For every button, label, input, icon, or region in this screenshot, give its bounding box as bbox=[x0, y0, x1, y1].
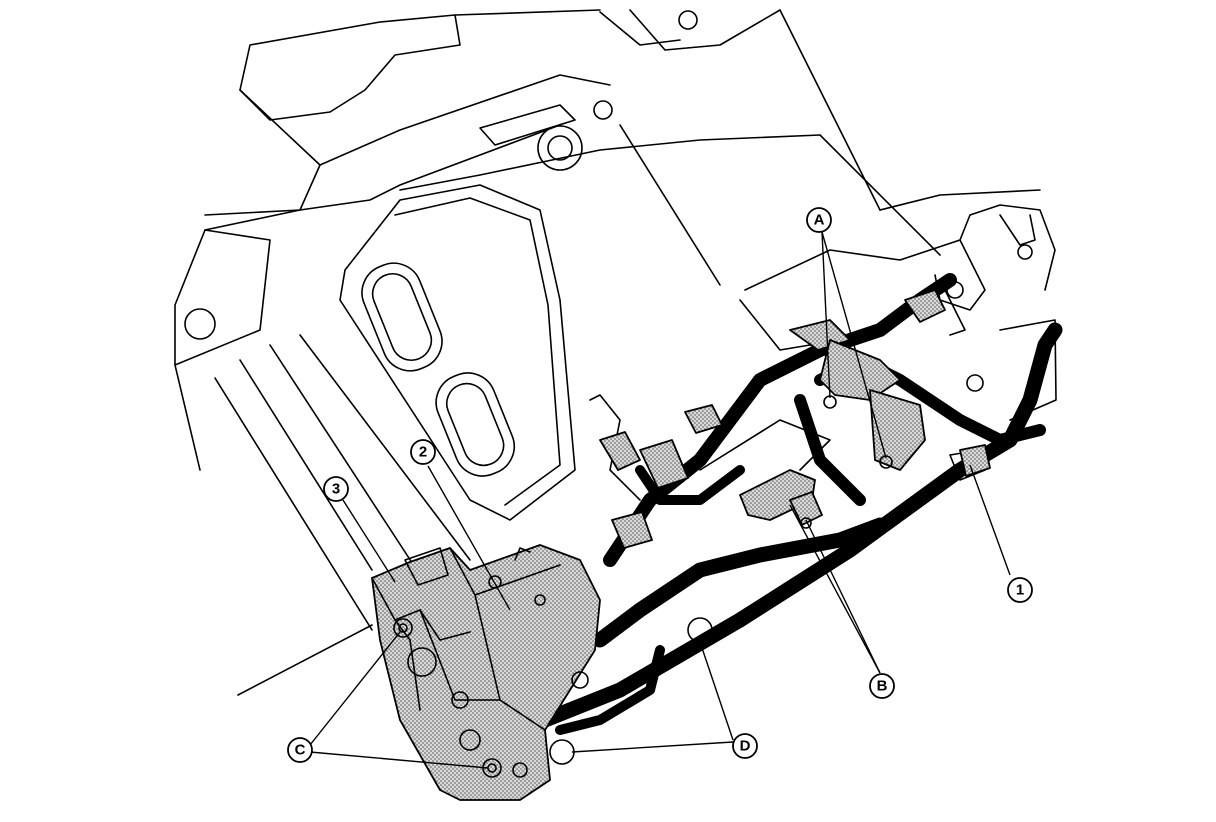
callout-d: D bbox=[732, 733, 758, 759]
control-unit-assembly bbox=[371, 544, 601, 801]
callout-b-label: B bbox=[877, 678, 888, 695]
callout-2-label: 2 bbox=[419, 444, 427, 461]
wiring-harness bbox=[537, 273, 1063, 735]
callout-1-label: 1 bbox=[1016, 582, 1024, 599]
callout-3: 3 bbox=[323, 476, 349, 502]
tunnel-plate bbox=[339, 10, 698, 521]
callout-a: A bbox=[806, 207, 832, 233]
callout-2: 2 bbox=[410, 439, 436, 465]
callout-1: 1 bbox=[1007, 577, 1033, 603]
leader-lines bbox=[309, 231, 1011, 769]
callout-3-label: 3 bbox=[332, 481, 340, 498]
callout-d-label: D bbox=[740, 738, 751, 755]
floor-panel-outline bbox=[174, 9, 1041, 696]
callout-c: C bbox=[287, 737, 313, 763]
callout-a-label: A bbox=[814, 212, 825, 229]
harness-connectors bbox=[599, 289, 991, 549]
callout-c-label: C bbox=[295, 742, 306, 759]
callout-b: B bbox=[869, 673, 895, 699]
